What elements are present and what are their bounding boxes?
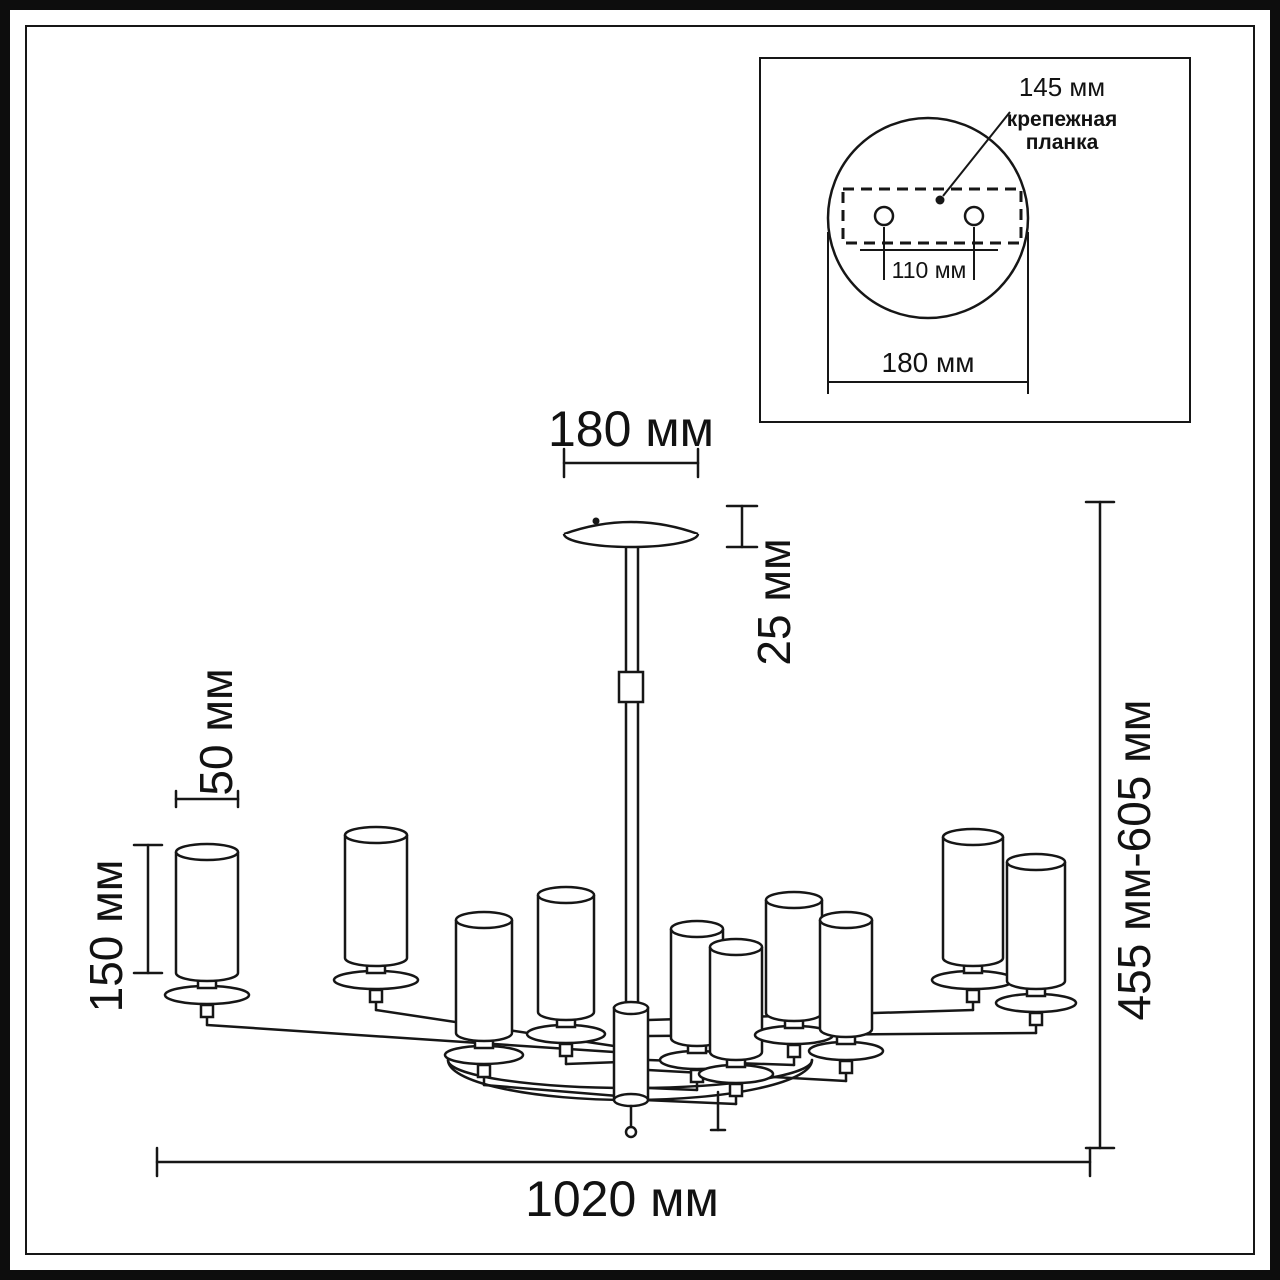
inset-box xyxy=(759,57,1191,423)
shade-top-opening xyxy=(536,885,596,905)
stem-joint xyxy=(617,670,645,704)
dim-hole-spacing: 110 мм xyxy=(860,227,998,283)
shade-7 xyxy=(753,890,835,1059)
shade-4 xyxy=(525,885,607,1058)
dim-shade-height: 150 мм xyxy=(80,843,164,1013)
shade-top-opening xyxy=(941,827,1005,847)
dim-canopy-height: 25 мм xyxy=(725,504,800,666)
leader-line-145 xyxy=(942,111,1011,197)
dim-label-150: 150 мм xyxy=(80,860,132,1013)
mount-base-circle xyxy=(826,116,1030,320)
dim-total-width: 1020 мм xyxy=(155,1146,1092,1227)
shade-cylinder xyxy=(708,947,764,1062)
shade-top-opening xyxy=(174,842,240,862)
shade-top-opening xyxy=(343,825,409,845)
dim-label-180-top: 180 мм xyxy=(548,401,714,457)
inner-border xyxy=(25,25,1255,1255)
candle-collar xyxy=(728,1082,744,1098)
shade-top-opening xyxy=(454,910,514,930)
mount-hole-right xyxy=(963,205,985,227)
shade-10 xyxy=(994,852,1078,1027)
candle-collar xyxy=(199,1003,215,1019)
plate-reference-dot xyxy=(935,195,945,205)
shade-6 xyxy=(697,937,775,1098)
plate-label-line1: крепежная xyxy=(1007,108,1118,131)
shade-cylinder xyxy=(343,835,409,968)
mount-hole-left xyxy=(873,205,895,227)
dim-label-height-range: 455 мм-605 мм xyxy=(1108,700,1160,1021)
dim-canopy-width: 180 мм xyxy=(548,401,714,479)
shade-cylinder xyxy=(764,900,824,1023)
shade-top-opening xyxy=(1005,852,1067,872)
shade-8 xyxy=(807,910,885,1075)
shade-top-opening xyxy=(818,910,874,930)
shade-cylinder xyxy=(1005,862,1067,991)
shade-top-opening xyxy=(669,919,725,939)
center-hub xyxy=(612,1000,650,1139)
dim-base-width: 180 мм xyxy=(827,232,1029,394)
candle-collar xyxy=(965,988,981,1004)
candle-collar xyxy=(1028,1011,1044,1027)
dim-label-plate-145: 145 мм xyxy=(1019,72,1105,102)
mount-inset-panel: 145 мм крепежная планка 110 мм 180 мм xyxy=(759,57,1191,423)
chandelier-stem xyxy=(617,544,645,1012)
mount-plate-dashed xyxy=(841,187,1023,245)
candle-collar xyxy=(838,1059,854,1075)
shade-cylinder xyxy=(818,920,874,1039)
candle-collar xyxy=(786,1043,802,1059)
candle-collar xyxy=(368,988,384,1004)
shades-layer xyxy=(163,825,1078,1098)
shade-3 xyxy=(443,910,525,1079)
shade-top-opening xyxy=(764,890,824,910)
ceiling-canopy xyxy=(562,517,700,549)
shade-top-opening xyxy=(708,937,764,957)
chandelier-dimension-diagram: 145 мм крепежная планка 110 мм 180 мм xyxy=(25,25,1255,1255)
shade-cylinder xyxy=(174,852,240,983)
dim-shade-width: 50 мм xyxy=(174,668,242,809)
candle-collar xyxy=(558,1042,574,1058)
dim-label-50: 50 мм xyxy=(190,668,242,795)
dim-label-180-inset: 180 мм xyxy=(882,347,975,378)
shade-1 xyxy=(163,842,251,1019)
shade-cylinder xyxy=(941,837,1005,968)
candle-collar xyxy=(476,1063,492,1079)
hub-finial xyxy=(624,1125,638,1139)
canopy-screw xyxy=(592,517,600,525)
dim-label-110: 110 мм xyxy=(892,257,967,283)
shade-cylinder xyxy=(536,895,596,1022)
dim-total-height: 455 мм-605 мм xyxy=(1084,500,1160,1150)
plate-label-line2: планка xyxy=(1026,131,1099,154)
shade-2 xyxy=(332,825,420,1004)
shade-cylinder xyxy=(454,920,514,1043)
dim-label-25: 25 мм xyxy=(748,538,800,665)
dim-label-1020: 1020 мм xyxy=(525,1171,719,1227)
shade-9 xyxy=(930,827,1016,1004)
